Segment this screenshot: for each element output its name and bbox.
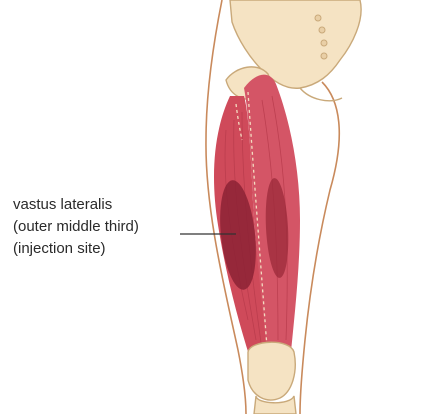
adjacent-muscle-shade bbox=[265, 178, 289, 278]
knee-bones bbox=[247, 341, 297, 414]
label-line-muscle: vastus lateralis bbox=[13, 196, 113, 213]
sacral-foramen bbox=[320, 52, 328, 60]
skin-outline-right bbox=[299, 81, 341, 414]
pelvis-bone bbox=[229, 0, 362, 102]
sacral-foramen bbox=[314, 14, 322, 22]
quadriceps-muscle-group bbox=[214, 74, 300, 362]
label-line-purpose: (injection site) bbox=[13, 240, 106, 257]
muscle-boundary-dotted bbox=[235, 103, 243, 141]
injection-site-highlight bbox=[220, 180, 256, 290]
sacral-foramen bbox=[320, 39, 328, 47]
label-line-region: (outer middle third) bbox=[13, 218, 139, 235]
skin-outline bbox=[205, 0, 247, 414]
sacral-foramen bbox=[318, 26, 326, 34]
vastus-lateralis-label: vastus lateralis (outer middle third) (i… bbox=[13, 194, 193, 260]
